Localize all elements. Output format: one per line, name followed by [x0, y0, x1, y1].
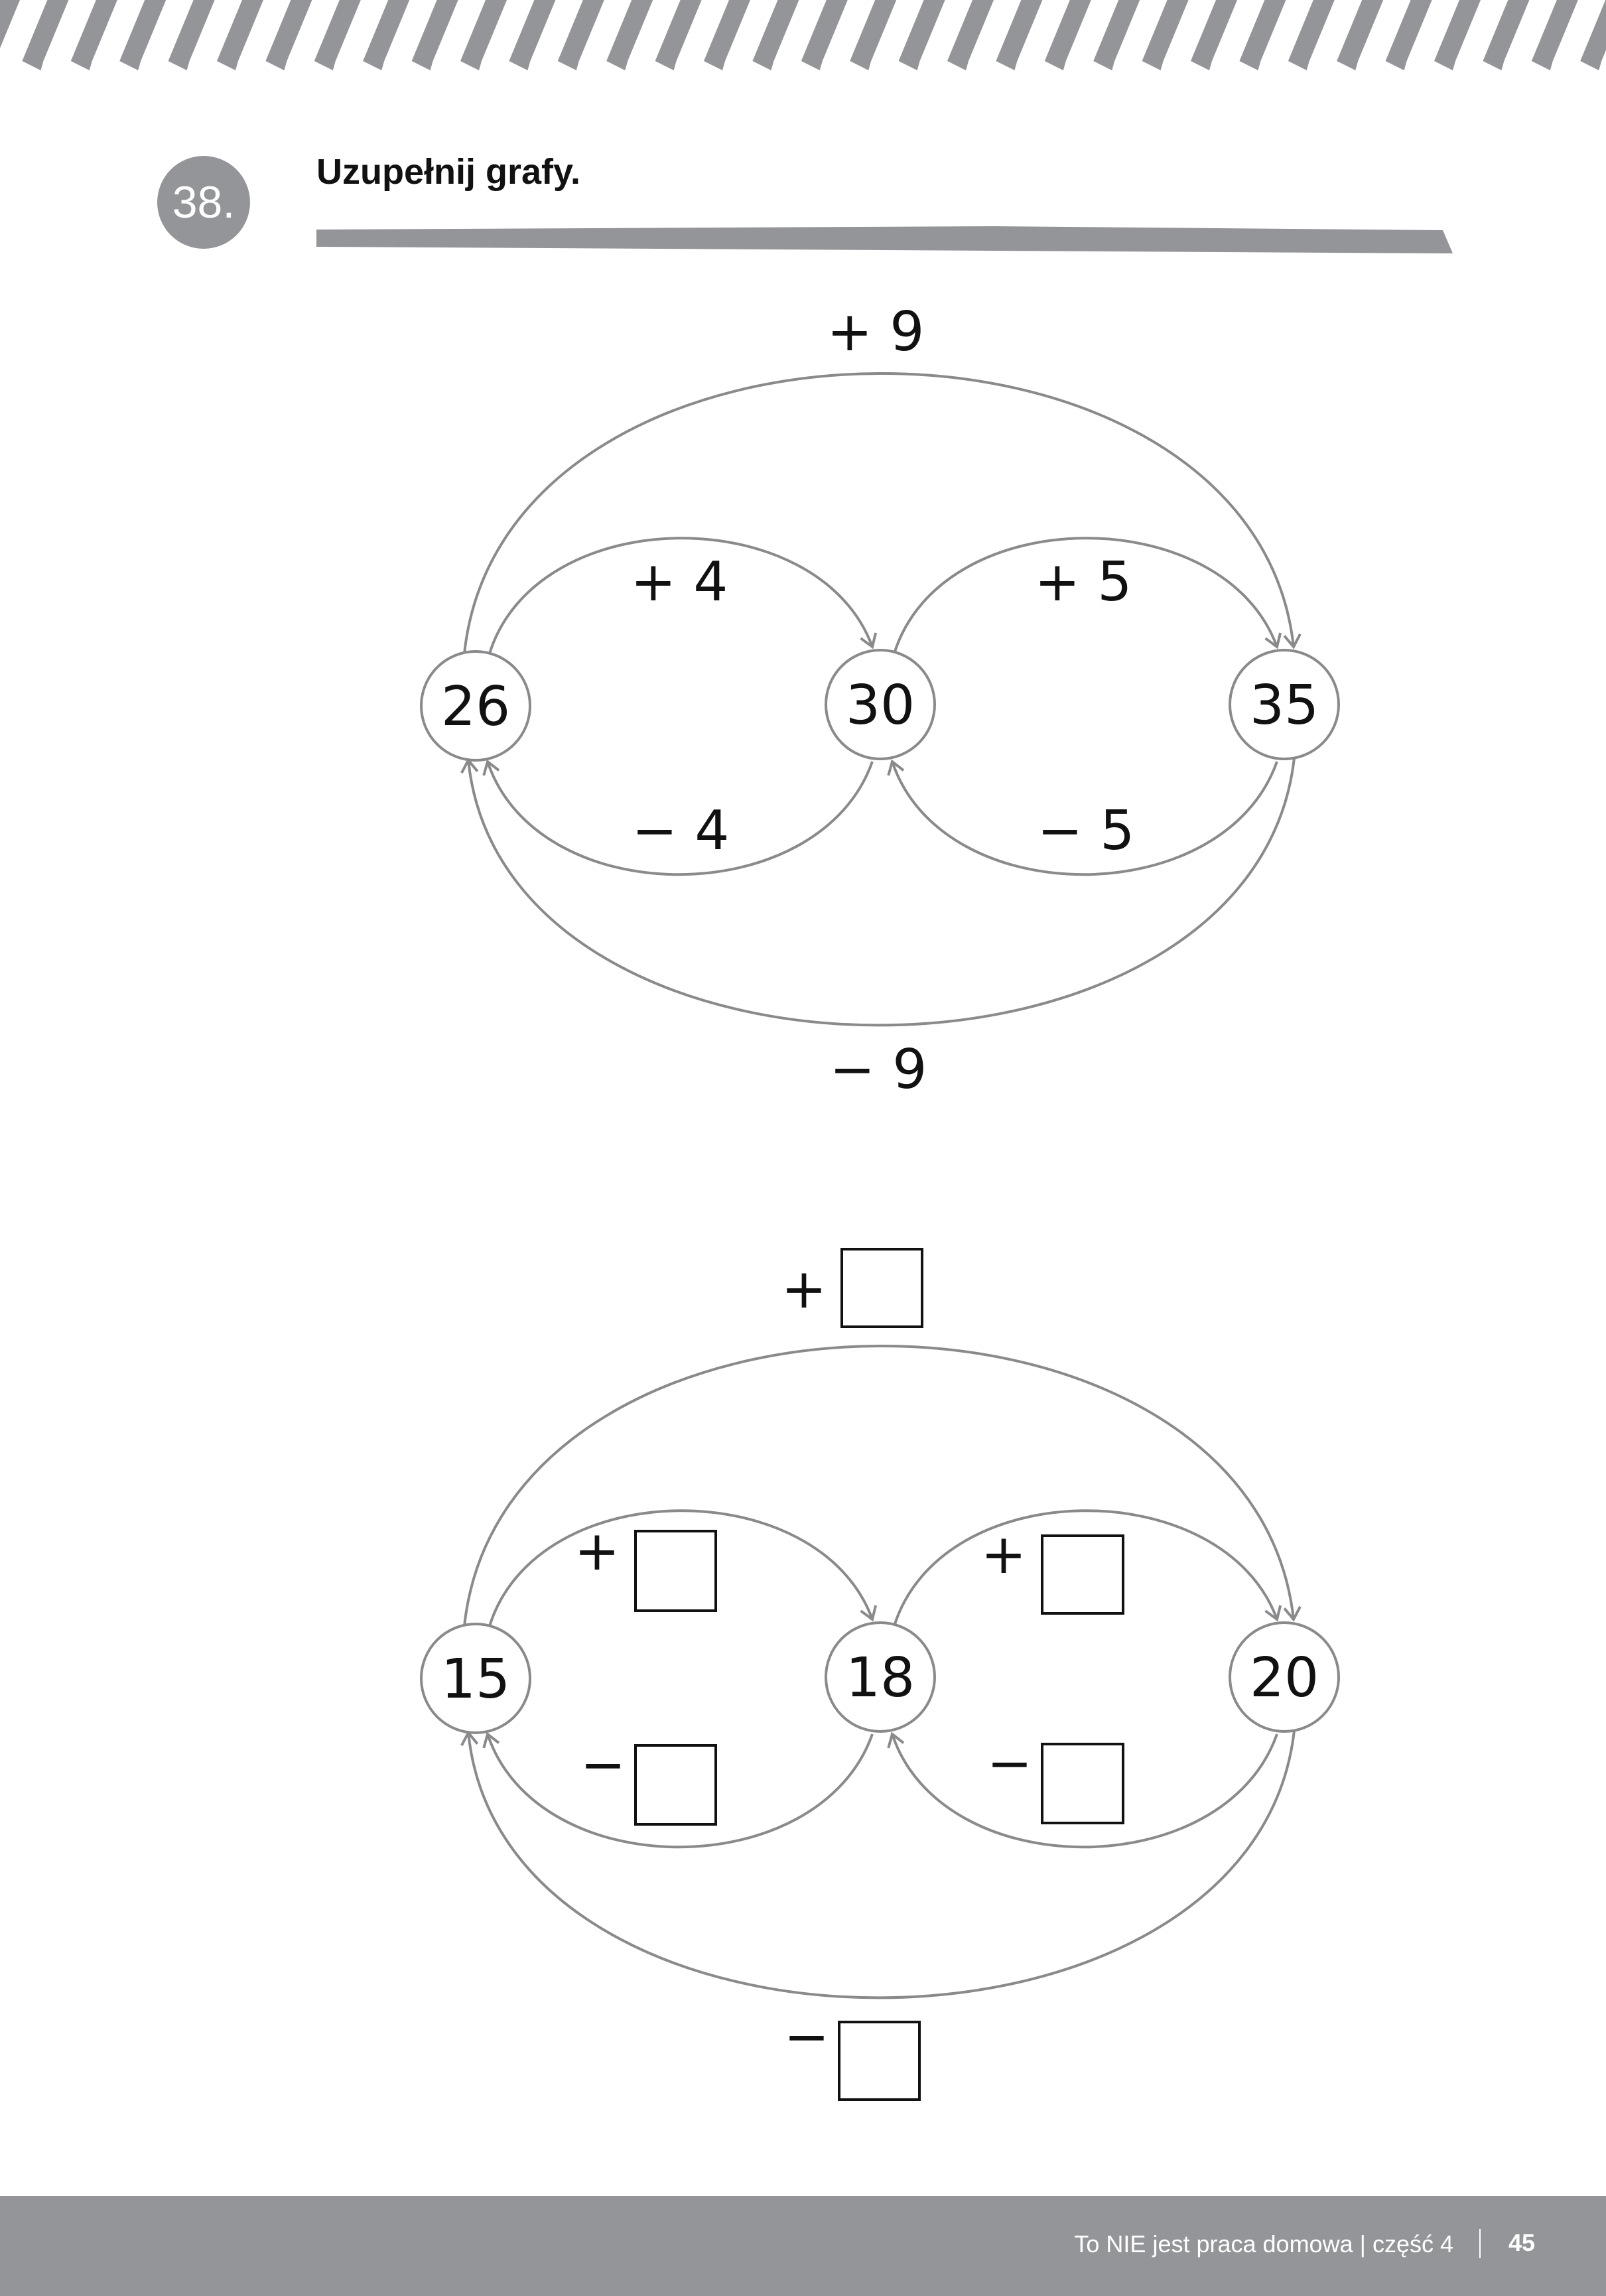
edge-sign: +	[981, 1523, 1027, 1586]
stripe	[1093, 0, 1140, 70]
stripe	[363, 0, 410, 70]
graph-2: 15 18 20 + + + − − −	[420, 1248, 1340, 2101]
node-value: 35	[1250, 674, 1319, 737]
arc-outer-top	[463, 1345, 1302, 1627]
answer-box[interactable]	[634, 1530, 717, 1612]
stripe	[1434, 0, 1481, 70]
node-circle	[825, 1621, 936, 1733]
stripe	[996, 0, 1043, 70]
arc-outer-bottom	[460, 758, 1296, 1027]
edge-sign: −	[580, 1733, 626, 1796]
node-value: 18	[846, 1647, 915, 1710]
stripe	[0, 0, 20, 48]
node-circle	[420, 1623, 531, 1734]
edge-label: − 4	[632, 799, 730, 862]
exercise-instruction: Uzupełnij grafy.	[316, 152, 581, 192]
stripe	[1483, 0, 1530, 70]
stripe	[1239, 0, 1286, 70]
edge-sign: +	[574, 1520, 620, 1583]
edge-label: − 9	[830, 1038, 927, 1101]
stripe	[1044, 0, 1091, 70]
node-circle	[1229, 1621, 1340, 1733]
stripe	[1191, 0, 1237, 70]
edge-label: − 5	[1037, 799, 1135, 862]
stripe	[411, 0, 458, 70]
node-value: 15	[441, 1648, 510, 1711]
edge-label: + 5	[1035, 551, 1132, 614]
answer-box[interactable]	[840, 1248, 923, 1328]
arc-inner-bottom-right	[887, 1731, 1278, 1849]
stripe	[557, 0, 604, 70]
arc-outer-bottom	[460, 1730, 1296, 1999]
node-value: 20	[1250, 1647, 1319, 1710]
stripe	[1531, 0, 1578, 70]
arc-inner-top-left	[488, 537, 878, 654]
edge-sign: +	[781, 1258, 827, 1321]
edge-label: + 4	[631, 551, 728, 614]
stripe	[898, 0, 945, 70]
edge-sign: −	[987, 1732, 1033, 1795]
page-number: 45	[1508, 2229, 1536, 2256]
arc-inner-top-left	[488, 1509, 878, 1627]
node-circle	[1229, 649, 1340, 760]
edge-sign: −	[784, 2005, 830, 2068]
arc-inner-bottom-left	[482, 759, 874, 876]
stripe	[1337, 0, 1384, 70]
graph-1: 26 30 35 + 9 + 4 + 5 − 4 − 5 − 9	[420, 301, 1340, 1101]
arc-inner-top-right	[893, 1509, 1282, 1627]
page-footer: To NIE jest praca domowa | część 4 45	[0, 2196, 1606, 2296]
node-value: 30	[846, 674, 915, 737]
node-value: 26	[441, 675, 510, 738]
stripe	[1385, 0, 1432, 70]
stripe	[509, 0, 556, 70]
stripe	[70, 0, 117, 70]
stripe	[217, 0, 263, 70]
node-circle	[825, 649, 936, 760]
answer-box[interactable]	[838, 2021, 921, 2101]
stripe	[119, 0, 167, 70]
stripe	[655, 0, 702, 70]
stripe	[460, 0, 507, 70]
node-circle	[420, 650, 531, 762]
stripe	[265, 0, 312, 70]
stripe	[801, 0, 848, 70]
title-underline-bar	[316, 226, 1453, 253]
answer-box[interactable]	[1041, 1534, 1124, 1615]
answer-box[interactable]	[1041, 1743, 1124, 1824]
stripe	[1288, 0, 1335, 70]
stripe	[314, 0, 361, 70]
stripe	[704, 0, 750, 70]
arc-inner-top-right	[893, 537, 1282, 654]
stripe	[752, 0, 799, 70]
stripe	[1142, 0, 1189, 70]
stripe	[850, 0, 897, 70]
footer-text: To NIE jest praca domowa | część 4	[1074, 2230, 1453, 2258]
arc-inner-bottom-right	[887, 759, 1278, 876]
edge-label: + 9	[827, 301, 925, 364]
stripe	[1580, 0, 1606, 70]
decorative-stripe-band	[0, 0, 1606, 70]
exercise-number-badge: 38.	[157, 156, 250, 249]
stripe	[168, 0, 215, 70]
answer-box[interactable]	[634, 1744, 717, 1826]
stripe	[606, 0, 653, 70]
footer-separator	[1479, 2229, 1481, 2258]
stripe	[22, 0, 69, 70]
stripe	[947, 0, 994, 70]
arc-inner-bottom-left	[482, 1731, 874, 1849]
arc-outer-top	[463, 372, 1302, 654]
